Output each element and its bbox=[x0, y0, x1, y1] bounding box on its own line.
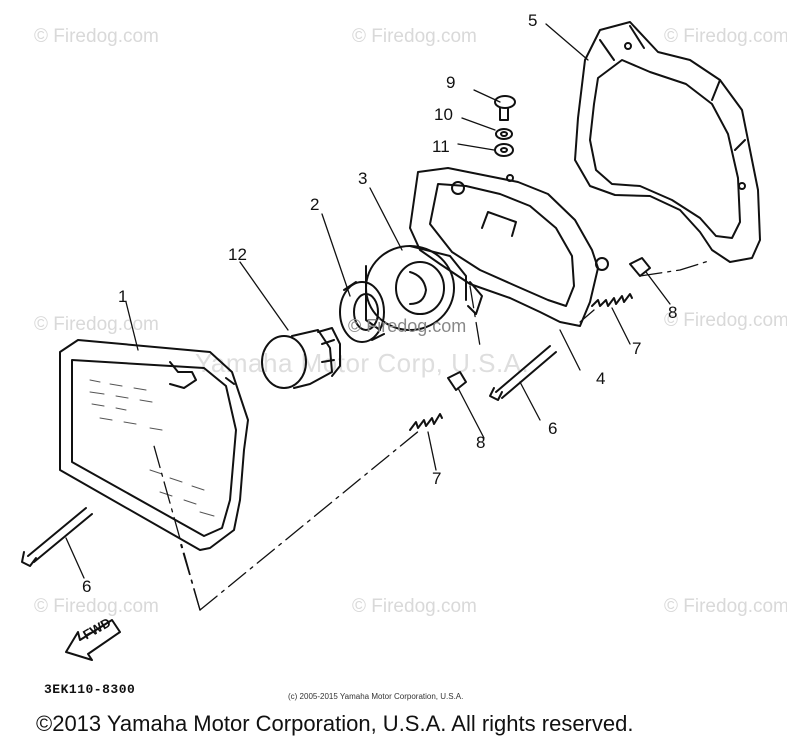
callout-5: 5 bbox=[528, 11, 538, 30]
part-6-screw-left bbox=[21, 507, 93, 567]
part-8-nut-right bbox=[629, 257, 651, 277]
callout-11: 11 bbox=[432, 137, 450, 156]
watermark-bottom-right: © Firedog.com bbox=[664, 596, 787, 617]
callout-8-right: 8 bbox=[668, 303, 678, 322]
callout-3: 3 bbox=[358, 169, 368, 188]
part-8-nut-center bbox=[447, 371, 467, 391]
watermark-top-left: © Firedog.com bbox=[34, 26, 159, 47]
callout-6-right: 6 bbox=[548, 419, 558, 438]
part-3-socket bbox=[365, 245, 467, 331]
watermark-top-center: © Firedog.com bbox=[352, 26, 477, 47]
part-9-screw bbox=[494, 95, 516, 121]
part-4-housing bbox=[409, 167, 609, 327]
part-11-washer bbox=[494, 143, 514, 157]
callout-2: 2 bbox=[310, 195, 320, 214]
callout-12: 12 bbox=[228, 245, 247, 264]
part-7-spring-center bbox=[409, 413, 443, 431]
callout-8-center: 8 bbox=[476, 433, 486, 452]
small-copyright: (c) 2005-2015 Yamaha Motor Corporation, … bbox=[288, 692, 464, 701]
watermark-mid-right: © Firedog.com bbox=[664, 310, 787, 331]
callout-7-center: 7 bbox=[432, 469, 442, 488]
watermark-bottom-left: © Firedog.com bbox=[34, 596, 159, 617]
fwd-arrow bbox=[65, 619, 121, 661]
diagram-code: 3EK110-8300 bbox=[44, 682, 136, 697]
callout-7-right: 7 bbox=[632, 339, 642, 358]
watermark-center: © Firedog.com bbox=[348, 316, 467, 336]
callout-10: 10 bbox=[434, 105, 453, 124]
part-1-lens bbox=[59, 339, 249, 551]
callout-1: 1 bbox=[118, 287, 128, 306]
copyright-notice: ©2013 Yamaha Motor Corporation, U.S.A. A… bbox=[36, 711, 634, 736]
part-2-cover bbox=[339, 281, 385, 343]
watermark-maker: Yamaha Motor Corp, U.S.A. bbox=[195, 348, 530, 378]
watermark-mid-left: © Firedog.com bbox=[34, 314, 159, 335]
part-12-bulb bbox=[261, 327, 341, 389]
part-10-washer bbox=[495, 128, 513, 140]
callout-4: 4 bbox=[596, 369, 606, 388]
callout-6-left: 6 bbox=[82, 577, 92, 596]
watermark-top-right: © Firedog.com bbox=[664, 26, 787, 47]
watermark-bottom-center: © Firedog.com bbox=[352, 596, 477, 617]
part-6-screw-right bbox=[489, 345, 557, 401]
callout-9: 9 bbox=[446, 73, 456, 92]
part-7-spring-right bbox=[591, 293, 633, 307]
part-5-rim bbox=[574, 21, 761, 263]
